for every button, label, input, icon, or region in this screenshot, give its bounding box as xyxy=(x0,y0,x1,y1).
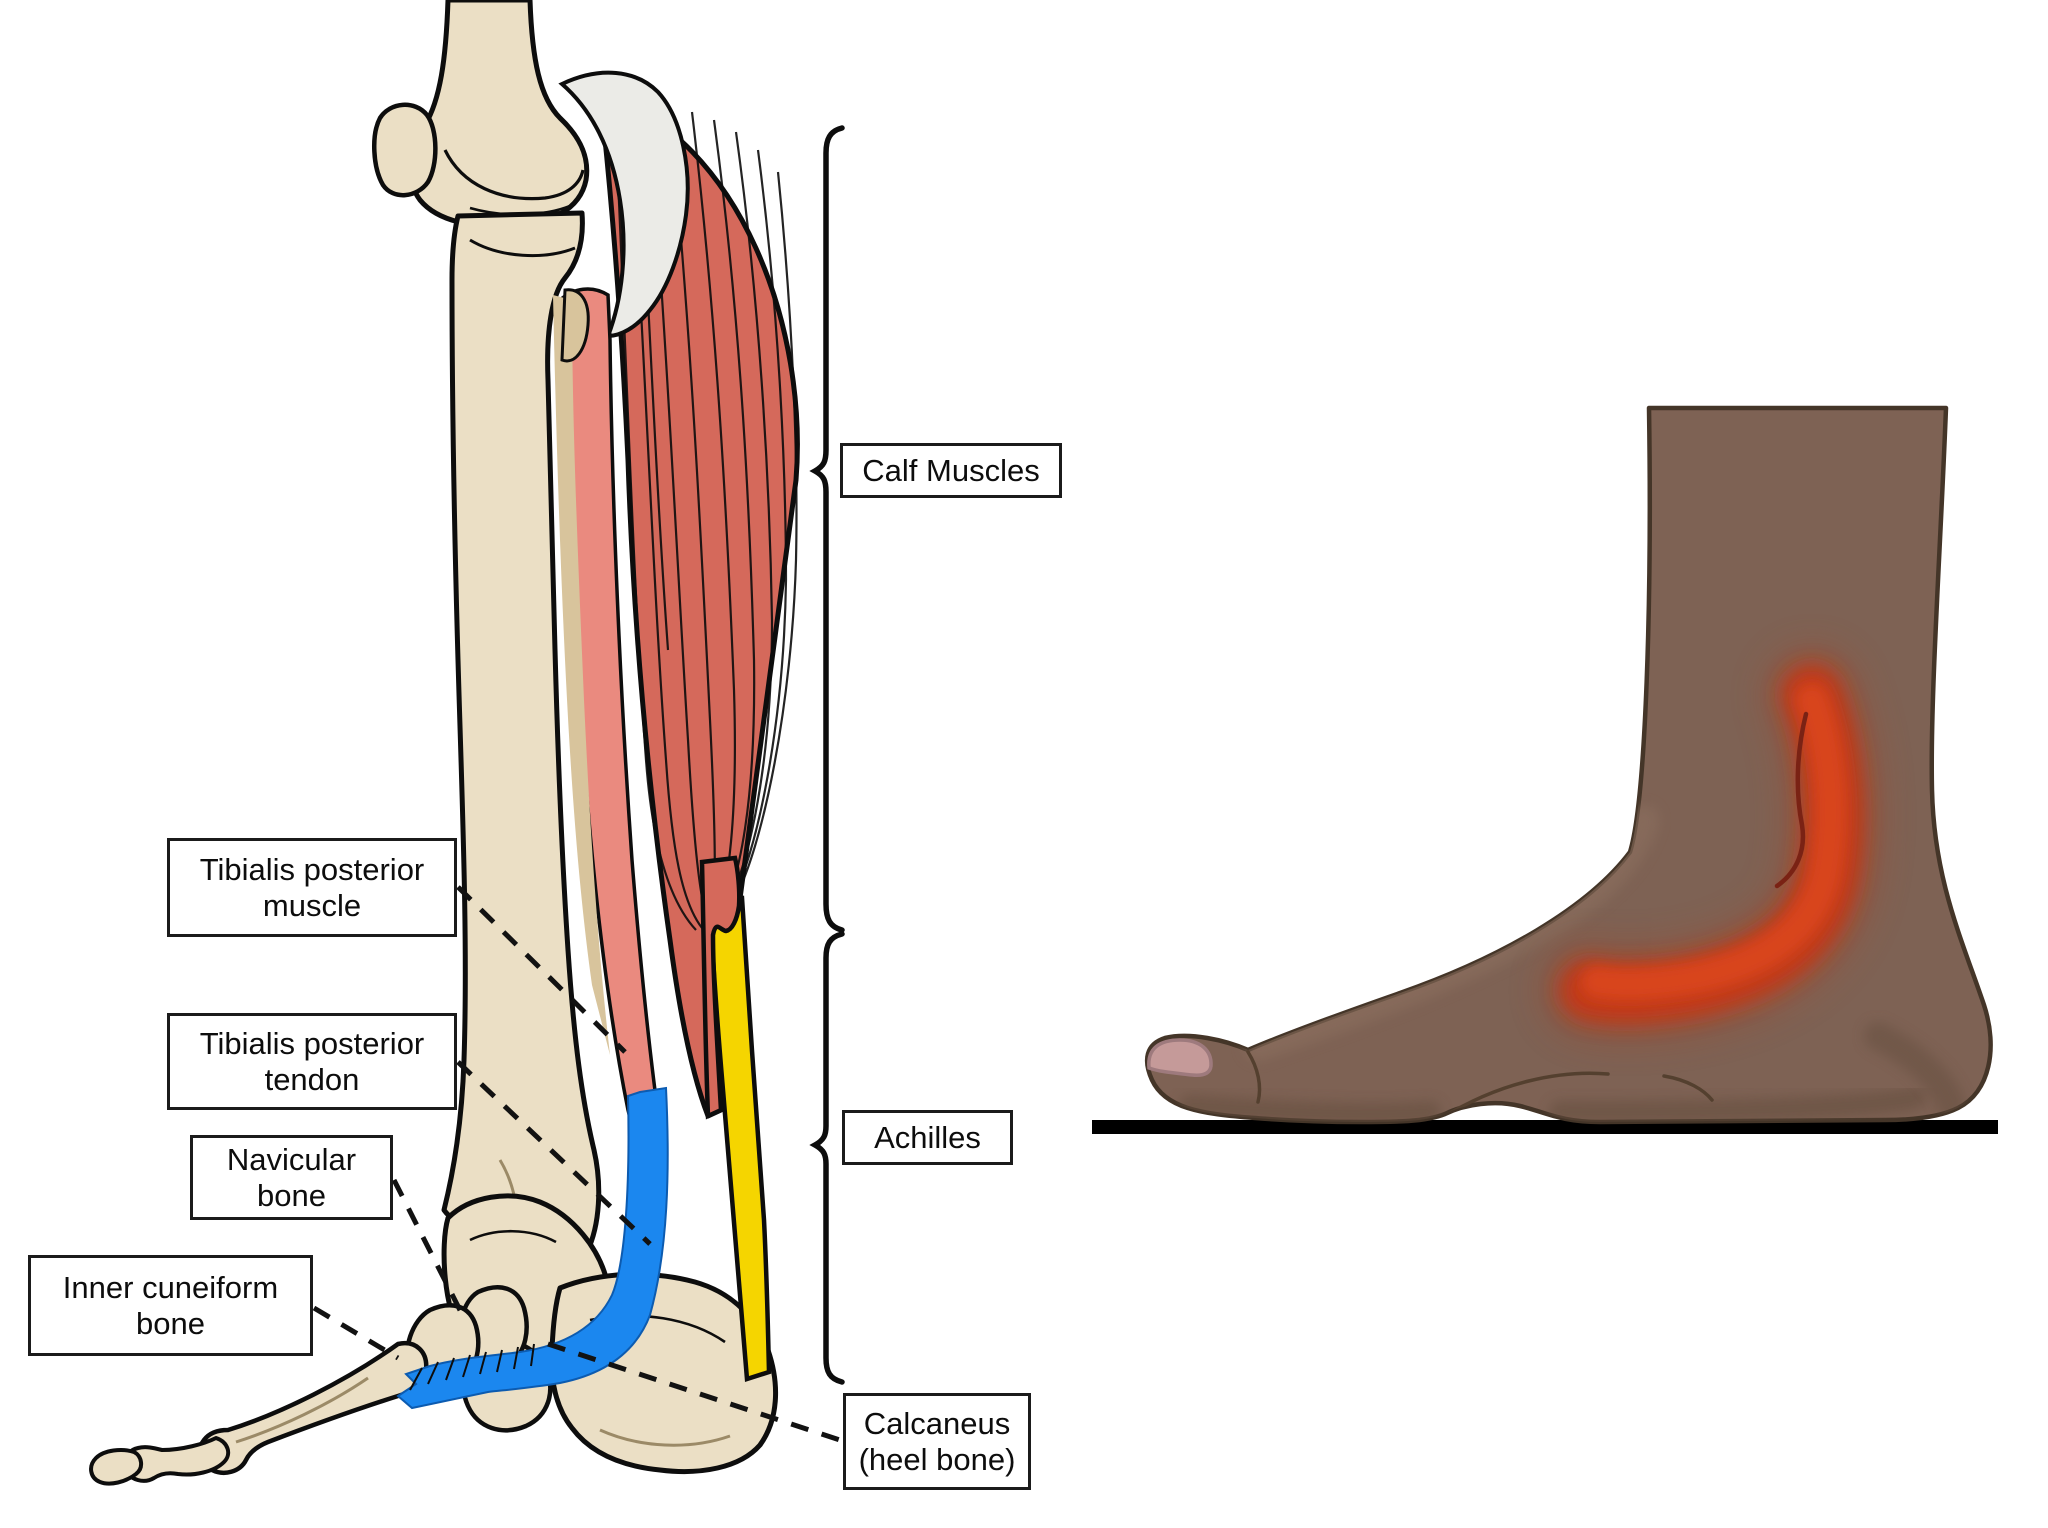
label-achilles: Achilles xyxy=(842,1110,1013,1165)
pointer-calcaneus xyxy=(547,1341,841,1443)
pointer-navicular xyxy=(391,1178,468,1322)
calf-muscles-brace xyxy=(809,125,845,933)
label-inner-cuneiform-bone: Inner cuneiform bone xyxy=(28,1255,313,1356)
label-calf-muscles: Calf Muscles xyxy=(840,443,1062,498)
toenail xyxy=(1147,1038,1213,1077)
skin-crease-lines xyxy=(1246,1050,1714,1120)
pointer-cuneiform xyxy=(312,1305,400,1361)
leg-anatomy-illustration xyxy=(89,0,800,1486)
femur-bone xyxy=(407,0,590,229)
inflamed-foot-illustration xyxy=(1092,405,1998,1134)
label-calcaneus: Calcaneus (heel bone) xyxy=(843,1393,1031,1490)
calf-muscle-shape xyxy=(597,89,800,1119)
inflammation-area xyxy=(1540,645,1884,1044)
gastrocnemius-tendon-shape xyxy=(558,70,690,339)
label-navicular-bone: Navicular bone xyxy=(190,1135,393,1220)
distal-phalanx-bone xyxy=(89,1448,143,1486)
braces xyxy=(809,125,845,1385)
label-tibialis-posterior-tendon: Tibialis posterior tendon xyxy=(167,1013,457,1110)
sole-shadow xyxy=(1179,1087,1926,1122)
pointer-tibialis-tendon xyxy=(456,1060,652,1246)
tibialis-posterior-tendon-shape xyxy=(396,1086,669,1410)
heel-shadow xyxy=(1864,1022,1966,1122)
pointer-lines xyxy=(312,885,841,1443)
patella-bone xyxy=(372,102,438,198)
fibula-head-bone xyxy=(560,288,590,363)
label-tibialis-posterior-muscle: Tibialis posterior muscle xyxy=(167,838,457,937)
tendon-course-line xyxy=(1774,711,1809,889)
proximal-phalanx-bone xyxy=(122,1436,231,1483)
soleus-tail-shape xyxy=(699,855,742,1120)
pointer-tibialis-muscle xyxy=(456,885,627,1054)
first-metatarsal-bone xyxy=(197,1340,429,1475)
muscle-fiber-lines xyxy=(616,111,798,931)
tendon-fan-striations xyxy=(409,1343,535,1391)
achilles-brace xyxy=(809,931,845,1385)
